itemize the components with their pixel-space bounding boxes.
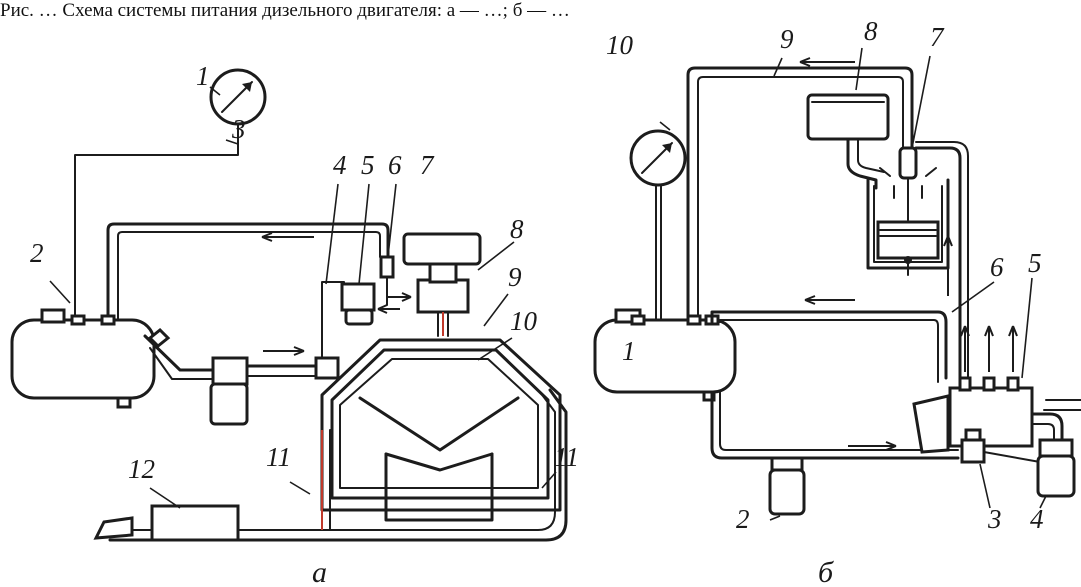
leader-10 xyxy=(477,337,513,361)
callout-8-b: 8 xyxy=(864,16,878,46)
callout-1: 1 xyxy=(196,61,210,91)
flow-arrows-pump xyxy=(377,292,412,314)
supply-line-b xyxy=(710,390,960,460)
leader-4-b xyxy=(1039,495,1047,509)
filter-housing xyxy=(806,93,890,141)
fuel-tank xyxy=(593,308,737,402)
leader-6-b xyxy=(951,281,995,313)
callout-4-b: 4 xyxy=(1030,504,1044,534)
pressure-gauge-icon xyxy=(629,129,687,187)
panel-b-label: б xyxy=(818,556,834,587)
callout-10: 10 xyxy=(510,306,538,336)
callout-4: 4 xyxy=(333,150,347,180)
callout-2-b: 2 xyxy=(736,504,750,534)
return-line-outer xyxy=(106,222,390,324)
return-line-inner xyxy=(117,231,381,323)
leader-5 xyxy=(358,183,370,285)
fuel-pump xyxy=(314,356,340,380)
exhaust-tip xyxy=(93,516,134,540)
leader-8 xyxy=(477,241,515,271)
injection-pump xyxy=(402,232,482,337)
leader-9 xyxy=(483,293,509,327)
flow-arrow-return xyxy=(261,232,314,242)
supply-pipe-1 xyxy=(143,334,220,372)
leader-5-b xyxy=(1021,277,1033,379)
return-line-6-inner xyxy=(719,319,939,383)
supply-line-b-inner xyxy=(719,391,959,451)
leader-3-b xyxy=(979,463,991,509)
callout-11-right: 11 xyxy=(554,442,579,472)
leader-11-left xyxy=(289,481,311,495)
coarse-filter xyxy=(209,356,249,426)
callout-6: 6 xyxy=(388,150,402,180)
priming-pump xyxy=(960,428,986,464)
fine-filter xyxy=(1036,438,1076,498)
gauge-line xyxy=(74,123,239,323)
return-line-6 xyxy=(710,310,948,380)
leader-2 xyxy=(49,280,71,304)
flow-arrow-supply-b xyxy=(848,441,897,451)
callout-12: 12 xyxy=(128,454,155,484)
intake-pipe-inner xyxy=(857,138,885,173)
intake-pipe xyxy=(846,137,878,190)
exhaust-pipe-outer xyxy=(108,388,568,542)
leader-11-right xyxy=(541,471,557,489)
coarse-filter xyxy=(768,456,806,516)
fuel-tank xyxy=(10,308,156,409)
pipe-to-fine-filter-inner xyxy=(1031,423,1055,441)
callout-3-b: 3 xyxy=(987,504,1002,534)
figure-caption-cropped: Рис. … Схема системы питания дизельного … xyxy=(0,0,570,20)
exhaust-pipe-inner xyxy=(109,391,556,531)
flow-arrow-supply xyxy=(263,346,305,356)
flow-arrow-return-b xyxy=(804,295,855,305)
callout-10-b: 10 xyxy=(606,30,634,60)
leader-9-b xyxy=(773,57,783,77)
callout-9-b: 9 xyxy=(780,24,794,54)
callout-1-b: 1 xyxy=(622,336,636,366)
hp-line-inner xyxy=(915,141,969,379)
return-line-inner-b xyxy=(697,76,904,323)
leader-7-b xyxy=(911,55,931,149)
hand-primer xyxy=(147,327,171,349)
flow-arrows-injectors xyxy=(960,325,1018,372)
callout-7: 7 xyxy=(420,150,435,180)
panel-a: 1 2 3 4 5 6 7 8 9 10 11 11 12 а xyxy=(10,61,579,587)
callout-8: 8 xyxy=(510,214,524,244)
leader-2-b xyxy=(769,515,781,521)
flow-arrow-top xyxy=(799,57,855,67)
leader-8-b xyxy=(855,47,863,91)
callout-5-b: 5 xyxy=(1028,248,1042,278)
return-line-outer-b xyxy=(686,66,914,324)
hp-line-outer xyxy=(914,146,962,380)
muffler xyxy=(150,504,240,542)
leader-12 xyxy=(149,487,181,509)
leader-4 xyxy=(325,183,339,285)
leader-10-b xyxy=(659,121,671,131)
engine-cylinder xyxy=(866,167,950,276)
supply-pipe-1b xyxy=(149,347,219,380)
pipe-exit-right xyxy=(1043,399,1081,411)
leader-6 xyxy=(387,183,397,257)
callout-7-b: 7 xyxy=(930,22,945,52)
injector xyxy=(898,146,918,180)
callout-11-left: 11 xyxy=(266,442,291,472)
engine-block xyxy=(320,338,562,522)
fine-filter xyxy=(340,282,376,326)
callout-9: 9 xyxy=(508,262,522,292)
callout-2: 2 xyxy=(30,238,44,268)
callout-5: 5 xyxy=(361,150,375,180)
callout-3: 3 xyxy=(231,114,246,144)
pipe-to-fine-filter xyxy=(1030,412,1064,442)
callout-6-b: 6 xyxy=(990,252,1004,282)
leader-3 xyxy=(225,139,239,145)
injection-pump xyxy=(912,376,1034,454)
leader-1 xyxy=(209,86,221,96)
bypass-valve xyxy=(379,255,395,279)
panel-b: 1 2 3 4 5 6 7 8 9 10 б xyxy=(593,16,1081,587)
panel-a-label: а xyxy=(312,556,327,587)
pipe-pump-filter xyxy=(983,451,1041,463)
